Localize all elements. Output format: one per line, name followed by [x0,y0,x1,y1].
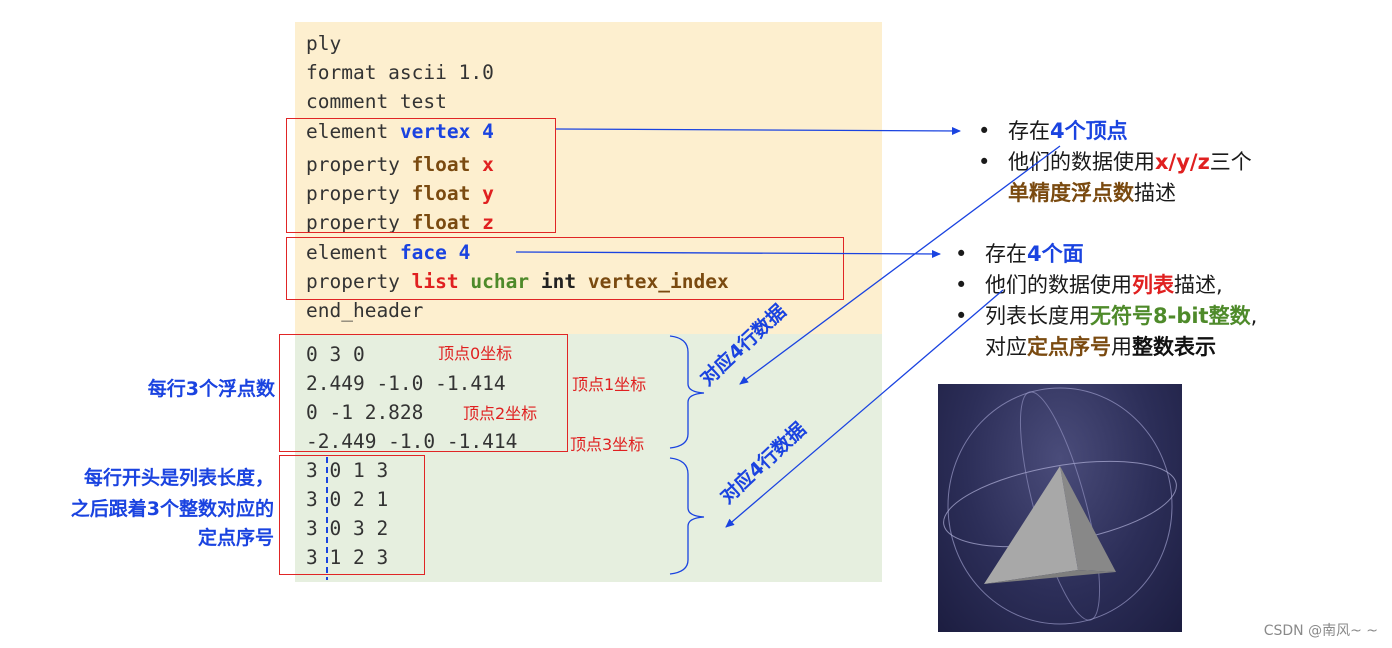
face-data-box [279,455,425,575]
face-arrow [515,249,941,258]
vertex-label-0: 顶点0坐标 [438,344,513,363]
floats-per-row-label: 每行3个浮点数 [147,378,275,400]
code-line-format: format ascii 1.0 [306,61,494,84]
face-bullet-1: •存在4个面 [955,242,1084,266]
vertex-keyword: vertex [399,120,471,143]
vertex-header-box [286,118,556,233]
code-line-property-z: property float z [306,211,494,234]
vertex-bullet-1: •存在4个顶点 [978,119,1128,143]
face-bullet-3-cont: 对应定点序号用整数表示 [985,335,1216,359]
face-line-2: 3 0 3 2 [306,517,389,540]
face-brace [669,457,705,575]
code-line-property-x: property float x [306,153,494,176]
code-line-ply: ply [306,32,342,55]
face-bullet-3: •列表长度用无符号8-bit整数, [955,304,1258,328]
vertex-line-0: 0 3 0 [306,343,365,366]
face-count: 4 [458,241,471,264]
ply-header-panel [295,22,882,334]
vertex-bullet-2-cont: 单精度浮点数描述 [1008,181,1176,205]
vertex-label-3: 顶点3坐标 [570,435,645,454]
vertex-line-1: 2.449 -1.0 -1.414 [306,372,506,395]
watermark: CSDN @南风~ ~ [1263,623,1378,639]
vertex-brace [669,335,705,449]
vertex-line-2: 0 -1 2.828 [306,401,424,424]
ply-data-panel [295,334,882,582]
code-line-property-list: property list uchar int vertex_index [306,270,729,293]
code-line-element-face: element face 4 [306,241,471,264]
vertex-line-3: -2.449 -1.0 -1.414 [306,430,518,453]
face-header-box [286,237,844,300]
vertex-data-box [279,334,568,452]
code-line-end-header: end_header [306,299,424,322]
vertex-count: 4 [482,120,494,143]
face-explain-line1: 每行开头是列表长度， [83,467,274,489]
tetrahedron-render [938,384,1182,632]
vertex-bullet-2: •他们的数据使用x/y/z三个 [978,150,1252,174]
face-explain-line2: 之后跟着3个整数对应的 [70,498,274,520]
vertex-label-1: 顶点1坐标 [572,375,647,394]
tetrahedron-image [943,387,1177,625]
vertex-diag-arrow [739,145,1061,385]
vertex-description: •存在4个顶点 •他们的数据使用x/y/z三个 单精度浮点数描述 [978,116,1252,209]
face-explain-line3: 定点序号 [197,527,274,549]
face-line-3: 3 1 2 3 [306,546,389,569]
code-line-comment: comment test [306,90,447,113]
face-description: •存在4个面 •他们的数据使用列表描述, •列表长度用无符号8-bit整数, 对… [955,239,1257,363]
vertex-arrow [555,126,961,135]
face-keyword: face [399,241,447,264]
face-line-1: 3 0 2 1 [306,488,389,511]
code-line-property-y: property float y [306,182,494,205]
vertex-label-2: 顶点2坐标 [463,404,538,423]
code-line-element-vertex: element vertex 4 [306,120,494,143]
face-bullet-2: •他们的数据使用列表描述, [955,273,1223,297]
face-diag-arrow [725,289,1004,528]
face-line-0: 3 0 1 3 [306,459,389,482]
